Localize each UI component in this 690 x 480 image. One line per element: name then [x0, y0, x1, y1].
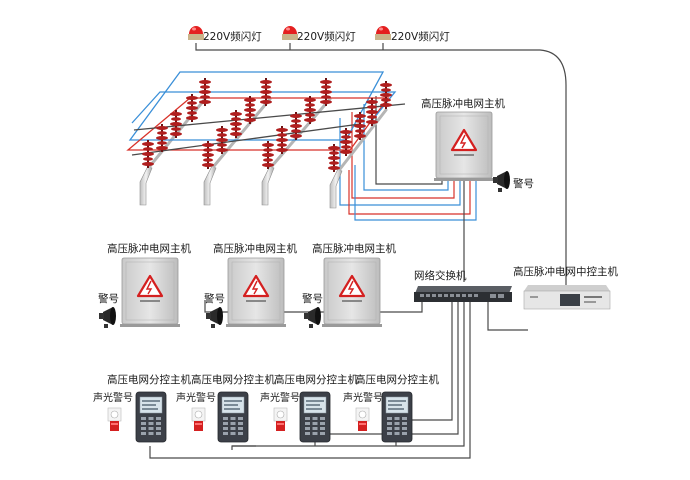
siren-icon [273, 407, 288, 432]
alarm-horn-icon [304, 307, 321, 328]
flash-light-label: 220V频闪灯 [391, 31, 450, 43]
flash-light-icon [188, 26, 204, 40]
flash-light-icon [375, 26, 391, 40]
top-host-label: 高压脉冲电网主机 [421, 98, 505, 110]
top-host-alarm-label: 警号 [513, 178, 534, 190]
alarm-horn-icon [206, 307, 223, 328]
top-host-device [432, 110, 510, 192]
mid-host-label: 高压脉冲电网主机 [107, 243, 191, 255]
sub-controller-label: 高压电网分控主机 [355, 374, 439, 386]
sub-controller-alarm-label: 声光警号 [343, 393, 383, 404]
flash-light-bus-wire [195, 43, 567, 300]
mid-host-devices [99, 256, 384, 329]
sub-controller-label: 高压电网分控主机 [191, 374, 275, 386]
central-controller-device [523, 285, 611, 310]
siren-icon [355, 407, 370, 432]
sub-controller-alarm-label: 声光警号 [260, 393, 300, 404]
mid-host-alarm-label: 警号 [204, 293, 225, 305]
alarm-horn-icon [493, 171, 510, 192]
flash-light-label: 220V频闪灯 [203, 31, 262, 43]
central-controller-label: 高压脉冲电网中控主机 [513, 266, 618, 278]
flash-light-icon [282, 26, 298, 40]
flash-light-label: 220V频闪灯 [297, 31, 356, 43]
mid-host-alarm-label: 警号 [98, 293, 119, 305]
mid-host-alarm-label: 警号 [302, 293, 323, 305]
sub-controller-alarm-label: 声光警号 [176, 393, 216, 404]
hv-wire-gray-1 [375, 96, 443, 185]
hv-wire-blue-1 [339, 118, 461, 206]
hv-fence-field [126, 71, 406, 209]
network-switch-label: 网络交换机 [414, 270, 467, 282]
hv-wire-red-2 [348, 170, 471, 215]
sub-controller-label: 高压电网分控主机 [274, 374, 358, 386]
hv-wire-blue-2 [363, 104, 449, 191]
mid-host-label: 高压脉冲电网主机 [213, 243, 297, 255]
fence-wire-blue-top [128, 71, 385, 141]
siren-icon [107, 407, 122, 432]
fence-pole [139, 165, 343, 209]
hv-wire-blue-3 [354, 165, 477, 221]
mid-host-label: 高压脉冲电网主机 [312, 243, 396, 255]
fence-wire-blue-mid [131, 91, 397, 124]
siren-icon [191, 407, 206, 432]
sub-controller-alarm-label: 声光警号 [93, 393, 133, 404]
alarm-horn-icon [99, 307, 116, 328]
sub-controller-label: 高压电网分控主机 [107, 374, 191, 386]
network-switch-device [414, 286, 512, 302]
